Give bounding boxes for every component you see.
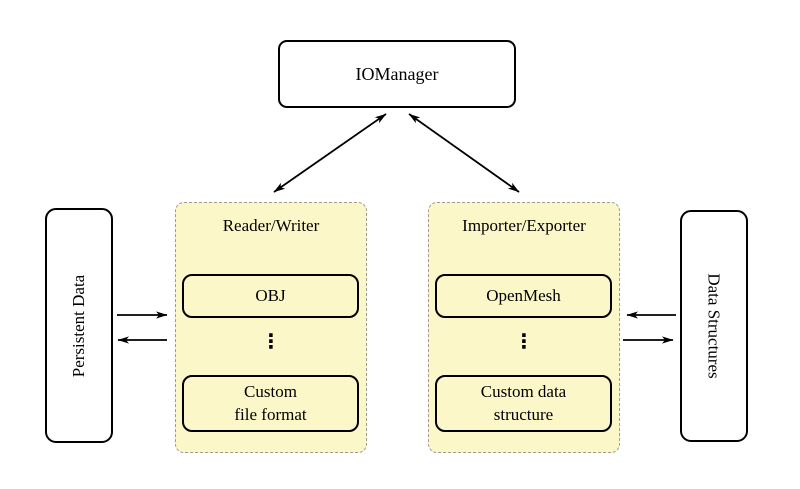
node-custom-file-format: Custom file format: [182, 375, 359, 432]
node-obj-label: OBJ: [255, 285, 286, 305]
node-custom-data-structure-label: Custom data structure: [480, 382, 567, 424]
group-importer-exporter: Importer/Exporter OpenMesh ⋮ Custom data…: [428, 202, 620, 453]
node-custom-data-structure: Custom data structure: [435, 375, 612, 432]
node-obj: OBJ: [182, 274, 359, 318]
group-reader-writer-title: Reader/Writer: [222, 216, 320, 235]
ellipsis-importer-exporter: ⋮: [514, 329, 534, 353]
node-openmesh: OpenMesh: [435, 274, 612, 318]
node-persistent-data: Persistent Data: [45, 208, 113, 443]
ellipsis-reader-writer: ⋮: [261, 329, 281, 353]
iomanager-label: IOManager: [355, 63, 439, 84]
group-reader-writer: Reader/Writer OBJ ⋮ Custom file format: [175, 202, 367, 453]
node-custom-file-format-label: Custom file format: [234, 382, 307, 424]
node-openmesh-label: OpenMesh: [486, 285, 561, 305]
node-iomanager: IOManager: [278, 40, 516, 108]
node-data-structures: Data Structures: [680, 210, 748, 442]
persistent-data-label: Persistent Data: [69, 274, 89, 377]
arrow-iomanager-importerexporter: [408, 113, 520, 193]
data-structures-label: Data Structures: [705, 273, 724, 379]
arrow-iomanager-readerwriter: [273, 113, 387, 193]
group-importer-exporter-title: Importer/Exporter: [462, 216, 586, 235]
